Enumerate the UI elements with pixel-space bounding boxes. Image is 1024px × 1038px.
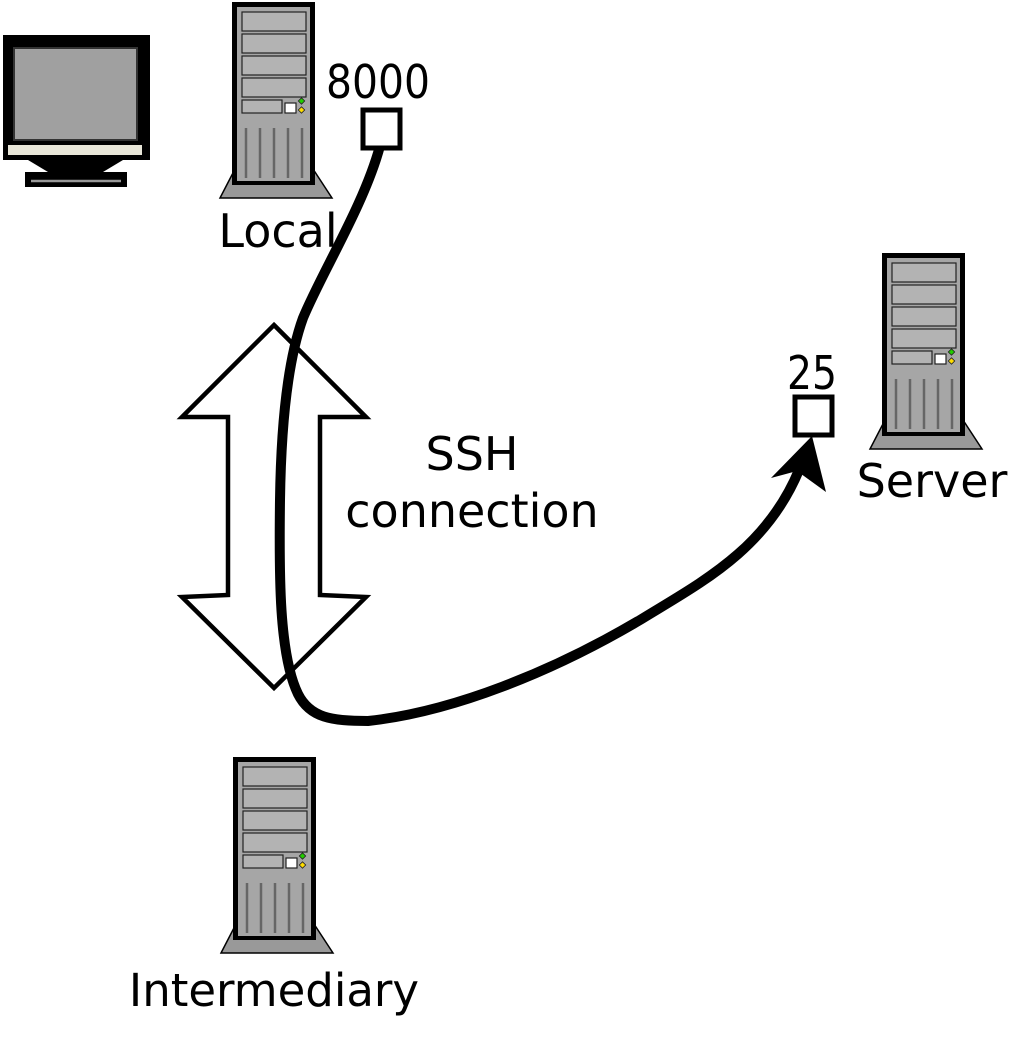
ssh-connection-label-line1: SSH bbox=[426, 427, 519, 481]
monitor-icon bbox=[3, 35, 150, 187]
tunnel-cable bbox=[274, 144, 804, 727]
local-computer-icon bbox=[218, 0, 334, 200]
cable-arrowhead-icon bbox=[771, 436, 826, 492]
local-port-label: 8000 bbox=[326, 55, 430, 109]
local-port-box bbox=[360, 107, 403, 151]
server-computer-icon bbox=[868, 251, 984, 451]
local-label: Local bbox=[218, 204, 337, 258]
ssh-bidirectional-arrow bbox=[176, 321, 372, 692]
server-label: Server bbox=[857, 454, 1008, 508]
server-port-label: 25 bbox=[787, 346, 837, 400]
server-port-box bbox=[792, 394, 835, 438]
intermediary-computer-icon bbox=[219, 755, 335, 955]
intermediary-label: Intermediary bbox=[129, 964, 419, 1017]
ssh-connection-label-line2: connection bbox=[345, 484, 598, 538]
